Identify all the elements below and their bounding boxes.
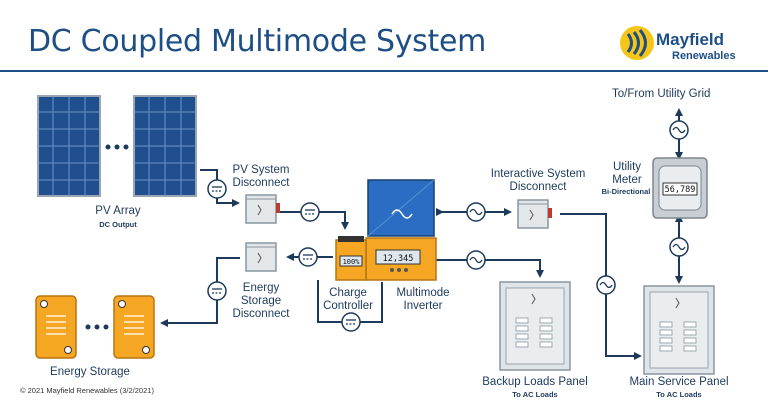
main-panel-sub: To AC Loads	[656, 390, 702, 399]
utility-meter-icon	[652, 157, 708, 219]
pv-disconnect-label-1: PV System	[232, 164, 290, 176]
interactive-disconnect-icon	[517, 199, 552, 229]
charge-controller-label-2: Controller	[323, 300, 373, 312]
logo-icon	[620, 26, 654, 60]
ess-disconnect-icon	[245, 242, 277, 272]
pv-array-label: PV Array	[95, 205, 141, 217]
grid-label: To/From Utility Grid	[612, 88, 711, 100]
battery-icon	[113, 295, 155, 359]
meter-label-2: Meter	[612, 174, 642, 186]
inverter-icon	[365, 179, 437, 281]
copyright: © 2021 Mayfield Renewables (3/2/2021)	[20, 386, 154, 395]
pv-array-sub: DC Output	[99, 220, 137, 229]
interactive-disconnect-label-2: Disconnect	[509, 181, 567, 193]
title-rule	[0, 70, 768, 72]
main-panel-label: Main Service Panel	[629, 376, 729, 388]
pv-disconnect-icon	[245, 194, 280, 224]
charge-controller-display: 100%	[343, 258, 361, 266]
dc-symbol-icon	[207, 179, 227, 199]
ess-disconnect-label-2: Storage	[240, 295, 282, 307]
charge-controller-label-1: Charge	[329, 287, 367, 299]
dc-symbol-icon	[341, 312, 361, 332]
inverter-label-2: Inverter	[403, 300, 443, 312]
ess-disconnect-label-1: Energy	[242, 282, 280, 294]
main-panel-icon	[643, 285, 715, 375]
ac-symbol-icon	[466, 250, 486, 270]
meter-display: 56,789	[665, 185, 696, 195]
backup-panel-label: Backup Loads Panel	[482, 376, 588, 388]
dc-symbol-icon	[300, 202, 320, 222]
pv-disconnect-label-2: Disconnect	[232, 177, 290, 189]
meter-label-1: Utility	[612, 161, 642, 173]
logo-sub: Renewables	[672, 50, 736, 62]
backup-panel-icon	[499, 281, 571, 371]
backup-panel-sub: To AC Loads	[512, 390, 558, 399]
dc-symbol-icon	[298, 247, 318, 267]
battery-icon	[35, 295, 77, 359]
page-title: DC Coupled Multimode System	[28, 24, 487, 59]
inverter-display: 12,345	[383, 254, 414, 264]
inverter-label-1: Multimode	[396, 287, 450, 299]
meter-sub: Bi-Directional	[601, 187, 651, 196]
ac-symbol-icon	[596, 275, 616, 295]
ess-disconnect-label-3: Disconnect	[232, 308, 290, 320]
dc-symbol-icon	[207, 281, 227, 301]
energy-storage-label: Energy Storage	[50, 366, 130, 378]
ac-symbol-icon	[669, 237, 689, 257]
charge-controller-icon	[335, 236, 367, 281]
ac-symbol-icon	[669, 120, 689, 140]
interactive-disconnect-label-1: Interactive System	[490, 168, 586, 180]
ac-symbol-icon	[466, 202, 486, 222]
logo-name: Mayfield	[656, 30, 725, 49]
pv-array-icon	[37, 95, 197, 197]
